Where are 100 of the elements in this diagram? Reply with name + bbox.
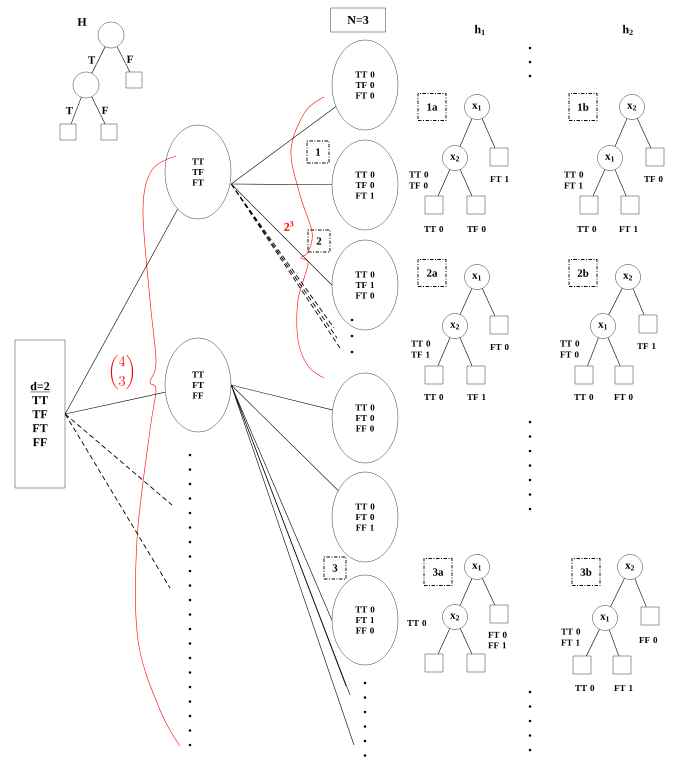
leaf-square [614, 366, 634, 384]
tag-box: 3 [324, 556, 346, 580]
tag-box: 1 [306, 140, 330, 164]
branch-label: TT 0 FT 1 [561, 628, 580, 646]
leaf-square [612, 656, 632, 674]
tag-box: 2a [418, 259, 446, 287]
ellipse-node: TT 0 FT 0 FF 1 [332, 472, 398, 562]
connector-line [70, 97, 82, 124]
connector-line [460, 288, 472, 315]
connector-line [637, 118, 652, 148]
edge-label: T [64, 106, 74, 116]
leaf-square [466, 366, 486, 384]
branch-label: TT 0 TF 1 [411, 340, 430, 358]
connector-line [230, 384, 338, 491]
connector-line [230, 184, 332, 286]
connector-line [460, 169, 472, 196]
leaf-square [574, 366, 594, 384]
connector-line [230, 384, 332, 620]
connector-line [608, 337, 620, 366]
tag-box: 1b [568, 93, 598, 121]
tag-box: 2 [308, 230, 330, 252]
edge-label: F [100, 106, 110, 115]
leaf-label: TT 0 [424, 394, 444, 400]
connector-line [460, 578, 472, 606]
branch-label: TT 0 [407, 620, 426, 626]
connector-line [92, 46, 106, 74]
connector-line [586, 629, 600, 656]
connector-line [230, 184, 332, 186]
leaf-label: FT 0 FF 1 [488, 632, 507, 648]
leaf-square [424, 366, 444, 384]
ellipse-node: TT 0 TF 1 FT 0 [332, 240, 398, 330]
leaf-label: FT 1 [619, 226, 638, 232]
edge-label: F [126, 54, 134, 64]
leaf-square [126, 72, 142, 88]
leaf-label: TF 1 [467, 394, 486, 400]
connector-line [482, 118, 496, 148]
leaf-label: TF 1 [637, 343, 656, 349]
leaf-square [60, 124, 76, 140]
connector-line [632, 288, 644, 316]
leaf-square [466, 196, 486, 214]
leaf-square [490, 148, 508, 166]
edge-label: T [86, 55, 96, 65]
branch-label: TT 0 FT 0 [560, 340, 580, 358]
ellipse-node: TT 0 TF 0 FT 0 [332, 40, 398, 130]
leaf-label: FF 0 [639, 636, 658, 644]
leaf-square [424, 654, 444, 672]
label-box: N=3 [330, 8, 386, 32]
tag-box: 2b [568, 259, 598, 287]
connector-line [614, 169, 626, 196]
tag-box: 3a [424, 558, 452, 586]
connector-line [614, 118, 628, 147]
connector-line [438, 628, 450, 654]
dataset-box: d=2 TT TF FT FF [14, 340, 66, 488]
column-heading: h$_{1}$ [474, 24, 485, 36]
connector-line [482, 578, 495, 606]
leaf-square [620, 196, 640, 214]
connector-line [609, 630, 619, 656]
connector-line [634, 578, 647, 608]
connector-line [460, 628, 472, 654]
leaf-square [490, 316, 508, 334]
leaf-square [640, 606, 660, 626]
connector-line [482, 288, 496, 316]
tag-box: 3b [572, 558, 600, 586]
tree-node-circle [72, 72, 100, 98]
leaf-label: FT 0 [490, 344, 509, 350]
ellipse-node: TT 0 FT 0 FF 0 [332, 372, 398, 464]
connector-line [230, 106, 336, 184]
leaf-label: TT 0 [574, 394, 594, 400]
title-label: H [78, 18, 86, 26]
connector-line [587, 338, 599, 366]
leaf-square [100, 124, 118, 140]
leaf-square [638, 314, 658, 334]
ellipse-node: TT FT FF [164, 338, 232, 432]
connector-line [438, 169, 450, 196]
connector-line [592, 169, 606, 196]
leaf-square [424, 196, 444, 214]
connector-line [230, 384, 333, 410]
connector-line [64, 414, 172, 506]
leaf-square [490, 604, 508, 624]
leaf-label: TT 0 [575, 684, 594, 692]
branch-label: TT 0 FT 1 [564, 172, 584, 188]
tree-node-circle [98, 22, 124, 48]
connector-line [64, 208, 178, 414]
leaf-label: TT 0 [424, 226, 444, 232]
leaf-label: TF 0 [467, 226, 486, 232]
connector-line [64, 414, 170, 588]
ellipse-node: TT 0 FT 1 FF 0 [332, 574, 398, 666]
connector-line [64, 392, 166, 414]
count-label: 2$^{3}$ [284, 221, 294, 231]
connector-line [460, 118, 472, 147]
connector-line [230, 384, 354, 746]
leaf-square [572, 656, 592, 674]
count-label: $\binom{4}{3}$ [110, 354, 134, 390]
connector-line [438, 337, 450, 366]
connector-line [610, 578, 625, 607]
leaf-label: FT 1 [614, 685, 633, 691]
connector-line [92, 96, 106, 124]
connector-line [116, 46, 130, 72]
branch-label: TT 0 TF 0 [409, 171, 428, 189]
ellipse-node: TT 0 TF 0 FT 1 [332, 140, 398, 230]
